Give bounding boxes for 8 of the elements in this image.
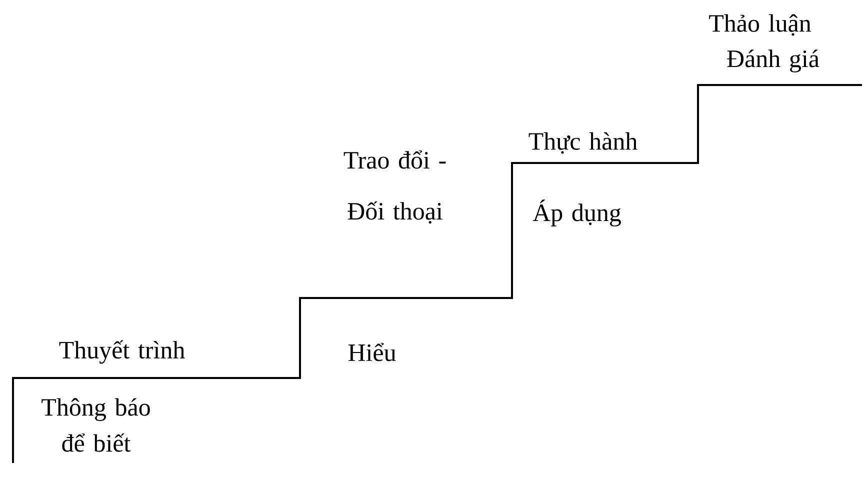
step-label: Thực hành [528, 132, 638, 154]
step-label: Áp dụng [532, 200, 621, 226]
step-label: Trao đổi - Đối thoại [344, 150, 446, 224]
step-label: Thảo luận [709, 14, 811, 36]
step-label: Thông báo để biết [42, 398, 150, 452]
step-label: Thuyết trình [59, 340, 185, 364]
step-label: Đánh giá [727, 50, 820, 72]
step-label: Hiểu [348, 342, 396, 362]
